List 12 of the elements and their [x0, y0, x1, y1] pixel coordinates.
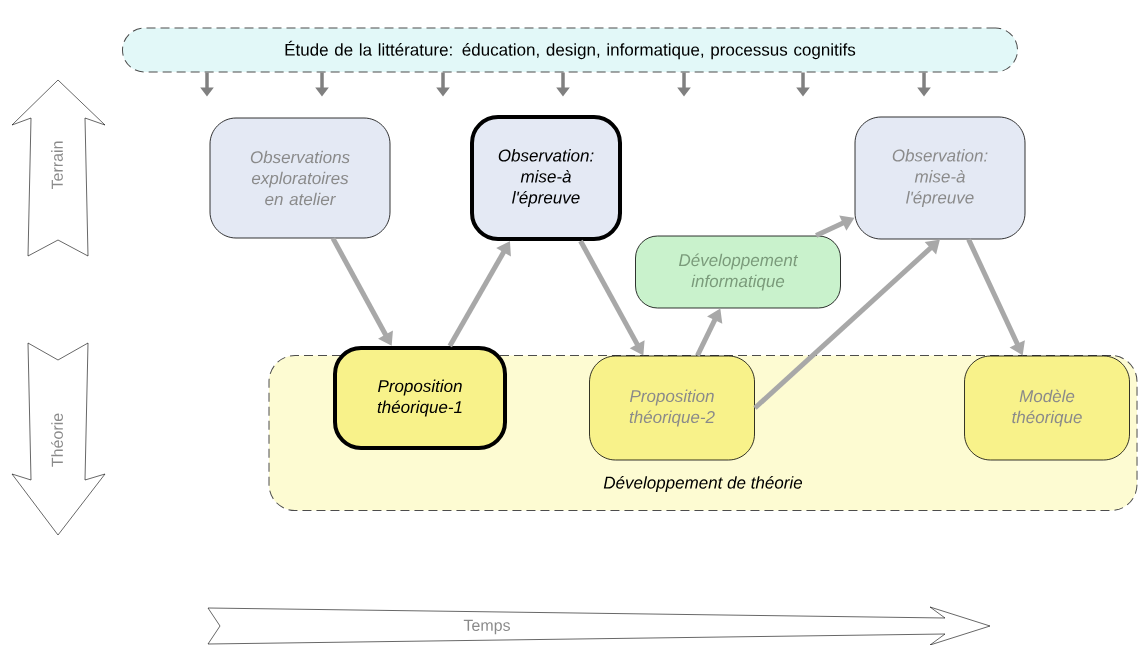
arrow	[753, 239, 940, 410]
direction-label: Théorie	[51, 413, 63, 467]
process-box: Observations exploratoires en atelier	[209, 117, 391, 239]
process-box: Proposition théorique-2	[589, 355, 755, 461]
process-box: Proposition théorique-1	[333, 346, 507, 450]
direction-label: Temps	[463, 619, 510, 635]
direction-label: Terrain	[51, 141, 63, 190]
process-box: Observation: mise-à l'épreuve	[854, 116, 1026, 240]
process-box: Modèle théorique	[964, 355, 1130, 461]
literature-banner: Étude de la littérature: éducation, design, informatique, processus cognitifs	[122, 27, 1018, 73]
process-box: Observation: mise-à l'épreuve	[470, 115, 622, 241]
process-box: Développement informatique	[635, 235, 841, 309]
